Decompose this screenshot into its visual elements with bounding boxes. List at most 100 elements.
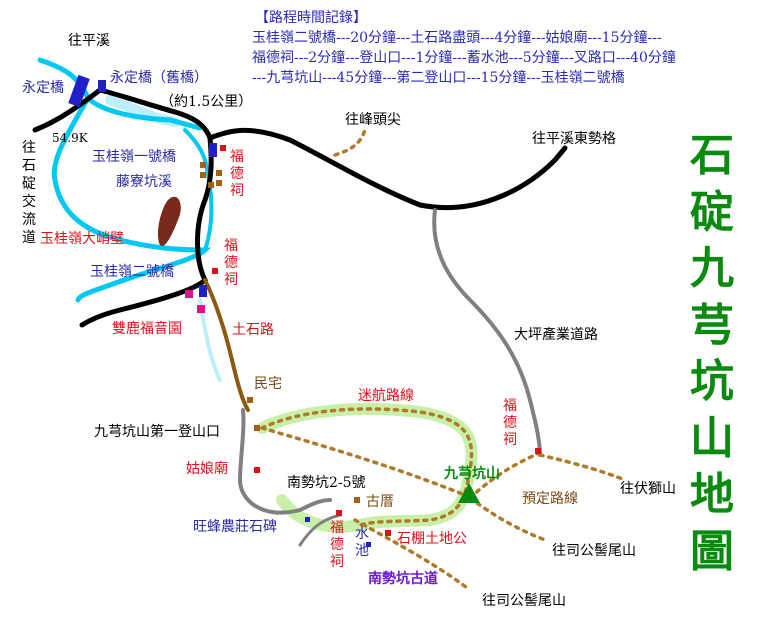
title-char-6: 山	[690, 413, 734, 464]
fude4-marker	[336, 510, 342, 516]
svg-text:交: 交	[22, 193, 36, 210]
river-tengliao	[183, 128, 214, 252]
guju-marker	[354, 497, 360, 503]
label-fude3: 福 德 祠	[503, 398, 517, 448]
river-main	[51, 95, 212, 303]
title-char-7: 地	[690, 469, 734, 520]
svg-text:水: 水	[355, 526, 369, 542]
dirt-road	[203, 278, 250, 412]
label-nanshi-no: 南勢坑2-5號	[287, 475, 366, 491]
label-about-1-5: （約1.5公里）	[160, 94, 252, 110]
trail-first-trailhead	[260, 426, 467, 497]
trail-to-fushi	[538, 453, 627, 482]
guniang-marker	[254, 467, 260, 473]
label-fude4: 福 德 祠	[330, 520, 344, 570]
title-char-8: 圖	[690, 526, 734, 577]
wangfeng-marker	[305, 517, 310, 522]
svg-text:福: 福	[503, 398, 517, 414]
road-layer	[32, 87, 568, 328]
trail-wander	[260, 407, 474, 527]
svg-text:石: 石	[22, 158, 36, 174]
house-marker-2	[200, 172, 206, 178]
label-to-pingxi-east: 往平溪東勢格	[532, 131, 616, 147]
label-bridge1: 玉桂嶺一號橋	[92, 149, 176, 165]
svg-text:福: 福	[330, 520, 344, 536]
label-nanshi-trail: 南勢坑古道	[368, 570, 438, 587]
shipeng-marker	[385, 530, 391, 536]
house-marker-5	[216, 180, 222, 186]
label-planned: 預定路線	[522, 491, 578, 507]
label-dirt-road: 土石路	[232, 322, 274, 338]
map-title: 石 碇 九 芎 坑 山 地 圖	[690, 130, 734, 577]
title-char-3: 九	[690, 243, 734, 294]
bridge2-marker	[199, 285, 207, 297]
label-tengliao: 藤寮坑溪	[116, 173, 172, 190]
lower-trail-grey-2	[298, 513, 342, 547]
label-to-sigong1: 往司公髻尾山	[552, 543, 636, 559]
svg-text:祠: 祠	[503, 432, 517, 448]
svg-text:道: 道	[22, 230, 36, 246]
label-to-shiding: 往 石 碇 交 流 道	[22, 140, 36, 246]
svg-text:德: 德	[503, 415, 517, 431]
label-dayaobi: 玉桂嶺大峭壁	[40, 231, 124, 247]
fude2-marker	[212, 268, 218, 274]
house-marker-4	[216, 170, 222, 176]
svg-text:往: 往	[22, 140, 36, 156]
label-to-fushishan: 往伏獅山	[620, 481, 676, 497]
house-marker-1	[200, 162, 206, 168]
shuanglu-marker-1	[185, 290, 193, 298]
label-yongding: 永定橋	[22, 80, 64, 96]
title-char-1: 石	[690, 130, 734, 181]
label-guju: 古厝	[366, 494, 394, 510]
svg-text:福: 福	[230, 149, 244, 165]
label-minzhai: 民宅	[254, 376, 282, 392]
trail-fengtou	[333, 128, 367, 157]
title-char-5: 坑	[690, 356, 734, 407]
peak-marker	[458, 483, 480, 503]
svg-text:祠: 祠	[230, 183, 244, 199]
shuanglu-marker-2	[197, 305, 205, 313]
water-marker	[366, 542, 371, 547]
label-mihang: 迷航路線	[358, 388, 414, 404]
label-shipeng: 石棚土地公	[397, 531, 467, 547]
svg-text:祠: 祠	[330, 554, 344, 570]
bridge1-marker	[209, 143, 217, 157]
title-char-2: 碇	[690, 187, 734, 238]
trailhead-marker	[254, 425, 260, 431]
trail-sigong1	[468, 496, 547, 542]
label-bridge2: 玉桂嶺二號橋	[90, 264, 174, 280]
minzhai-marker	[247, 397, 253, 403]
label-fude1: 福 德 祠	[230, 149, 244, 199]
svg-text:流: 流	[22, 212, 36, 228]
label-to-sigong2: 往司公髻尾山	[482, 593, 566, 609]
record-line-1: 玉桂嶺二號橋---20分鐘---土石路盡頭---4分鐘---姑娘廟---15分鐘…	[252, 29, 662, 46]
label-to-fengtoujian: 往峰頭尖	[345, 112, 401, 128]
road-dotted	[138, 100, 177, 114]
bridge-yongding-old-marker	[98, 80, 106, 92]
svg-text:祠: 祠	[224, 272, 238, 288]
label-water: 水 池	[355, 526, 369, 559]
svg-text:碇: 碇	[22, 176, 36, 192]
time-record: 【路程時間記錄】 玉桂嶺二號橋---20分鐘---土石路盡頭---4分鐘---姑…	[252, 9, 676, 86]
industrial-road	[432, 208, 542, 457]
label-first-trailhead: 九芎坑山第一登山口	[94, 423, 220, 440]
svg-text:德: 德	[224, 255, 238, 271]
markers	[68, 74, 541, 547]
title-char-4: 芎	[690, 300, 734, 351]
label-guniang: 姑娘廟	[186, 460, 228, 477]
record-line-2: 福德祠---2分鐘---登山口---1分鐘---蓄水池---5分鐘---叉路口-…	[252, 49, 676, 66]
label-shuanglu: 雙鹿福音園	[112, 320, 182, 337]
label-to-pingxi: 往平溪	[68, 33, 110, 49]
label-yongding-old: 永定橋（舊橋）	[110, 70, 208, 86]
record-line-3: ---九芎坑山---45分鐘---第二登山口---15分鐘---玉桂嶺二號橋	[252, 69, 625, 86]
labels: 往平溪 永定橋 永定橋（舊橋） （約1.5公里） 54.9K 往 石 碇 交 流…	[22, 33, 676, 609]
lower-trail-grey	[237, 408, 332, 515]
svg-text:池: 池	[355, 543, 369, 559]
svg-text:福: 福	[224, 238, 238, 254]
label-daping: 大坪產業道路	[514, 326, 598, 343]
bridge-yongding-marker	[68, 74, 90, 108]
record-heading: 【路程時間記錄】	[255, 9, 367, 26]
house-marker-3	[208, 182, 214, 188]
svg-text:德: 德	[230, 166, 244, 182]
